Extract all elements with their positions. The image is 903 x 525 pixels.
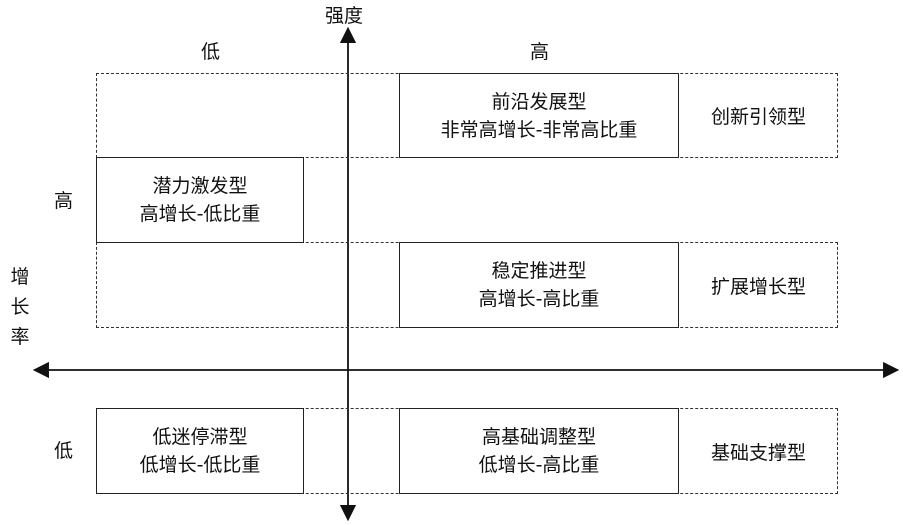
- x-axis-label-char: 率: [10, 326, 30, 348]
- left-high-label: 高: [54, 190, 74, 212]
- box-stable-name: 稳定推进型: [491, 260, 587, 282]
- box-stable: 稳定推进型 高增长-高比重: [399, 242, 679, 328]
- box-adjust: 高基础调整型 低增长-高比重: [399, 408, 679, 494]
- box-stagnant-desc: 低增长-低比重: [139, 454, 261, 476]
- left-low-label: 低: [54, 440, 74, 462]
- group-label-expansion: 扩展增长型: [710, 275, 806, 298]
- group-label-support: 基础支撑型: [710, 441, 806, 464]
- x-axis-label: 增长率: [8, 262, 32, 352]
- top-high-label: 高: [530, 41, 550, 63]
- x-axis-label-char: 长: [10, 296, 30, 318]
- box-frontier: 前沿发展型 非常高增长-非常高比重: [399, 73, 679, 158]
- x-axis-label-char: 增: [10, 266, 30, 288]
- box-stable-desc: 高增长-高比重: [478, 288, 600, 310]
- box-adjust-desc: 低增长-高比重: [478, 454, 600, 476]
- x-axis-label-text: 增长率: [8, 262, 32, 352]
- box-stagnant-name: 低迷停滞型: [152, 426, 248, 448]
- box-potential-desc: 高增长-低比重: [139, 203, 261, 225]
- top-low-label: 低: [201, 41, 221, 63]
- box-potential: 潜力激发型 高增长-低比重: [96, 157, 304, 243]
- y-axis-label: 强度: [325, 5, 364, 27]
- box-stagnant: 低迷停滞型 低增长-低比重: [96, 408, 304, 494]
- box-potential-name: 潜力激发型: [152, 175, 248, 197]
- box-frontier-desc: 非常高增长-非常高比重: [440, 118, 638, 141]
- group-label-innovation: 创新引领型: [710, 106, 806, 128]
- box-adjust-name: 高基础调整型: [481, 426, 596, 448]
- box-frontier-name: 前沿发展型: [491, 90, 587, 113]
